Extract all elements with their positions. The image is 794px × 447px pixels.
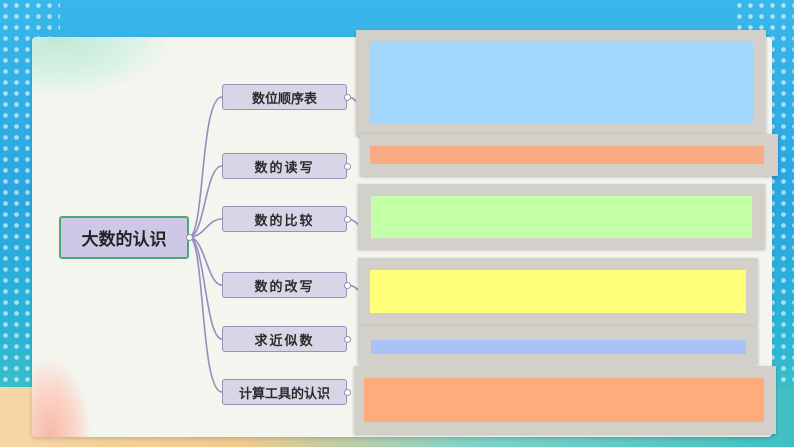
branch-read-write[interactable]: 数的读写: [222, 153, 347, 179]
answer-cover-fill: [371, 340, 746, 354]
answer-cover-fill: [364, 378, 764, 422]
answer-cover-3[interactable]: [358, 184, 765, 249]
answer-cover-fill: [369, 41, 753, 124]
answer-cover-fill: [370, 146, 764, 164]
answer-cover-6[interactable]: [354, 366, 776, 434]
answer-cover-5[interactable]: [358, 326, 758, 364]
answer-cover-fill: [371, 196, 752, 238]
coral-decoration: [32, 357, 92, 437]
branch-place-value-chart[interactable]: 数位顺序表: [222, 84, 347, 110]
leaf-decoration: [32, 37, 172, 97]
connector-5: [188, 236, 223, 340]
answer-cover-1[interactable]: [356, 30, 766, 136]
branch-dot: [344, 282, 351, 289]
connector-2: [188, 165, 223, 238]
branch-approximation[interactable]: 求近似数: [222, 326, 347, 352]
root-connector-dot: [186, 234, 193, 241]
branch-dot: [344, 216, 351, 223]
connector-1: [188, 96, 223, 238]
branch-compare[interactable]: 数的比较: [222, 206, 347, 232]
connector-6: [188, 236, 223, 393]
branch-dot: [344, 94, 351, 101]
answer-cover-fill: [370, 270, 746, 313]
answer-cover-2[interactable]: [360, 134, 778, 176]
branch-dot: [344, 163, 351, 170]
branch-rewrite[interactable]: 数的改写: [222, 272, 347, 298]
branch-calculation-tools[interactable]: 计算工具的认识: [222, 379, 347, 405]
mindmap-root[interactable]: 大数的认识: [59, 216, 189, 259]
answer-cover-4[interactable]: [358, 258, 758, 325]
branch-dot: [344, 336, 351, 343]
branch-dot: [344, 389, 351, 396]
